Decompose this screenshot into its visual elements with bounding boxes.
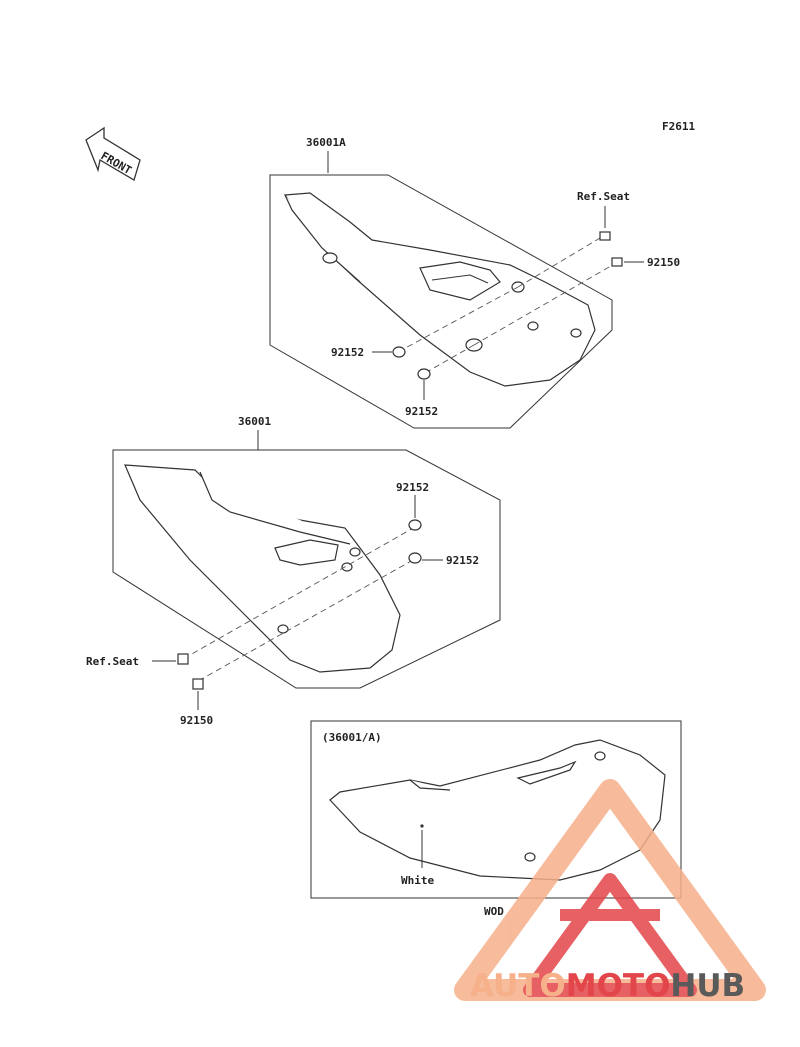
side-cover-36001A [283,192,596,387]
frame-36001A [269,174,613,429]
mount-line-top-4 [397,286,519,353]
washer-92152-mid-right [408,552,443,564]
label-36001: 36001 [238,415,271,428]
label-ref-seat-top: Ref.Seat [577,190,630,203]
mount-line-top-2 [473,262,617,346]
bolt-ref-seat-bottom [152,653,189,665]
label-frame-code: WOD [484,905,504,918]
label-92152-mid-right: 92152 [446,554,479,567]
logo-word-hub: HUB [670,968,745,1004]
washer-92152-mid-upper [408,495,422,531]
automotohub-logo [454,779,766,1001]
label-36001A: 36001A [306,136,346,149]
frame-variant-box [310,720,682,899]
figure-code: F2611 [662,120,695,133]
bolt-92150-bottom [192,678,204,710]
front-arrow-icon: FRONT [85,126,141,181]
label-92152-top-bottom: 92152 [405,405,438,418]
bolt-92150-top [611,257,644,267]
label-92152-top-left: 92152 [331,346,364,359]
logo-wordmark: AUTOMOTOHUB [470,968,745,1004]
label-ref-seat-bottom: Ref.Seat [86,655,139,668]
logo-word-moto: MOTO [566,968,671,1004]
washer-92152-top-left [372,346,406,358]
label-92150-bottom: 92150 [180,714,213,727]
side-cover-36001 [124,464,401,673]
label-92150-top: 92150 [647,256,680,269]
mount-line-top-1 [517,237,601,288]
mount-line-mid-2 [199,559,414,681]
label-color: White [401,874,434,887]
frame-36001 [112,449,501,689]
mount-line-mid-1 [189,526,416,656]
logo-word-auto: AUTO [470,968,566,1004]
bolt-ref-seat-top [599,206,611,241]
label-92152-mid-upper: 92152 [396,481,429,494]
label-variant-code: (36001/A) [322,731,382,744]
washer-92152-top-bottom [417,368,431,400]
